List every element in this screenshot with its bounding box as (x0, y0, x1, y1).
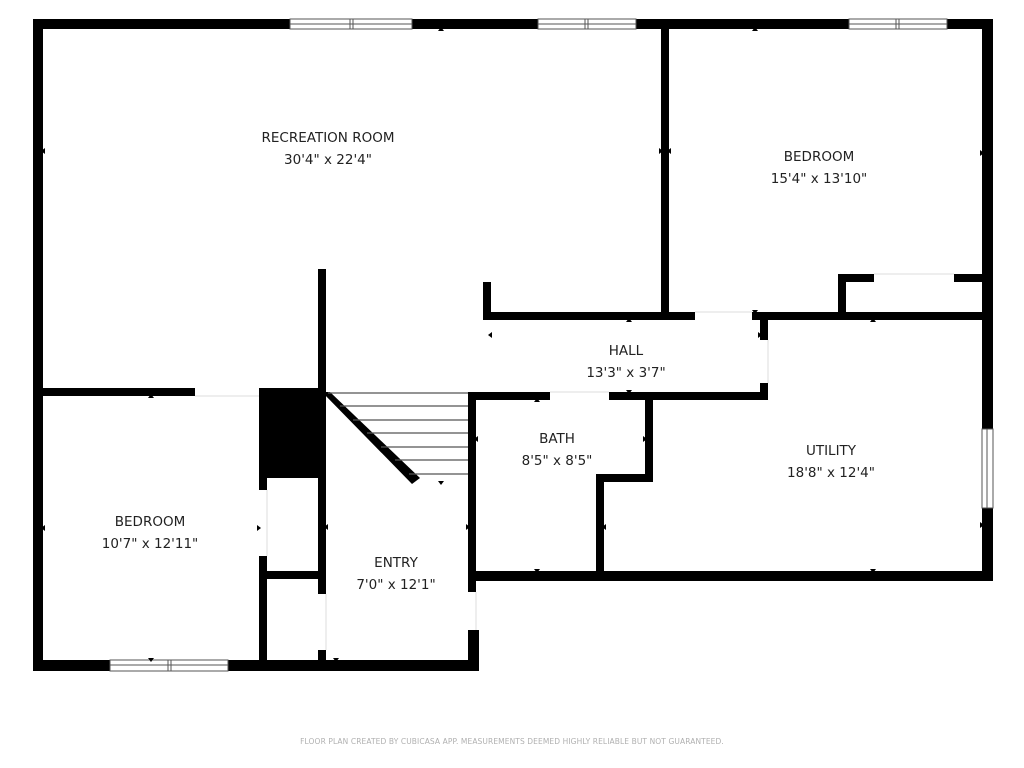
room-dimensions: 15'4" x 13'10" (770, 171, 868, 187)
room-label-bedroom-lower: BEDROOM 10'7" x 12'11" (102, 511, 199, 555)
room-label-recreation-room: RECREATION ROOM 30'4" x 22'4" (262, 127, 395, 171)
room-dimensions: 8'5" x 8'5" (521, 453, 593, 469)
room-dimensions: 7'0" x 12'1" (356, 577, 436, 593)
room-dimensions: 18'8" x 12'4" (787, 465, 875, 481)
door-openings (195, 273, 954, 650)
room-dimensions: 13'3" x 3'7" (586, 365, 666, 381)
room-dimensions: 10'7" x 12'11" (101, 536, 199, 552)
disclaimer-footer: FLOOR PLAN CREATED BY CUBICASA APP. MEAS… (300, 737, 724, 746)
staircase (328, 392, 468, 475)
dimension-markers (41, 27, 984, 662)
room-name: BEDROOM (114, 514, 186, 530)
interior-walls (33, 19, 992, 670)
exterior-walls (33, 19, 993, 671)
room-name: BEDROOM (783, 149, 855, 165)
room-label-bedroom-upper: BEDROOM 15'4" x 13'10" (771, 146, 868, 190)
room-label-entry: ENTRY 7'0" x 12'1" (356, 552, 435, 596)
room-dimensions: 30'4" x 22'4" (284, 152, 372, 168)
room-label-bath: BATH 8'5" x 8'5" (522, 428, 593, 472)
room-label-utility: UTILITY 18'8" x 12'4" (787, 440, 875, 484)
room-label-hall: HALL 13'3" x 3'7" (586, 340, 665, 384)
windows (109, 18, 994, 672)
room-name: RECREATION ROOM (261, 130, 395, 146)
room-name: HALL (608, 343, 644, 359)
room-name: ENTRY (374, 555, 418, 571)
room-name: BATH (539, 431, 575, 447)
room-name: UTILITY (805, 443, 857, 459)
